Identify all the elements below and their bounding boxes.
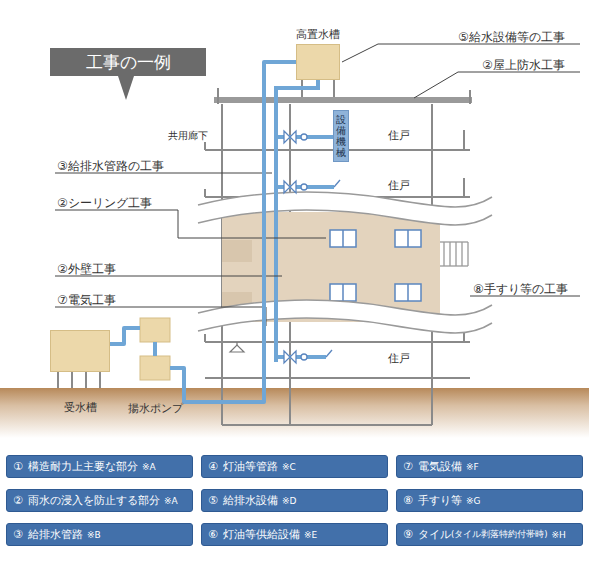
node-label: 受水槽 bbox=[64, 401, 97, 415]
note-mark: ※C bbox=[282, 462, 296, 472]
callout-text: ②シーリング工事 bbox=[57, 195, 152, 212]
faucet-symbol bbox=[326, 180, 340, 357]
note-mark: ※H bbox=[552, 530, 566, 540]
supply-pipe bbox=[276, 80, 334, 362]
elevated-tank: 高置水槽 bbox=[296, 44, 340, 80]
valve-symbol bbox=[284, 131, 307, 363]
note-mark: ※A bbox=[142, 462, 156, 472]
callout-number: ① bbox=[13, 460, 23, 473]
callout-number: ③ bbox=[13, 528, 23, 541]
node-label: 設備機械 bbox=[336, 114, 346, 158]
category-text: 給排水管路 bbox=[28, 527, 83, 542]
category-text: 灯油等管路 bbox=[223, 459, 278, 474]
leader-line bbox=[55, 44, 580, 326]
corridor-slab bbox=[222, 240, 252, 262]
receiving-tank: 受水槽 bbox=[50, 330, 110, 372]
note-mark: ※A bbox=[164, 496, 178, 506]
callout-number: ② bbox=[13, 494, 23, 507]
callout-text: ⑤給水設備等の工事 bbox=[458, 29, 565, 46]
category-box: ④ 灯油等管路 ※C bbox=[201, 455, 388, 478]
pump-unit bbox=[140, 356, 170, 380]
pump-unit bbox=[140, 318, 170, 342]
water-pipe bbox=[170, 62, 296, 402]
callout-text: ⑧手すり等の工事 bbox=[473, 281, 568, 298]
equipment-box: 設備機械 bbox=[333, 110, 349, 162]
category-text: 雨水の浸入を防止する部分 bbox=[28, 493, 160, 508]
callout-number: ④ bbox=[208, 460, 218, 473]
category-text: タイル bbox=[418, 527, 451, 542]
ground bbox=[0, 388, 589, 438]
category-text: 電気設備 bbox=[418, 459, 462, 474]
node-label: 揚水ポンプ bbox=[128, 402, 183, 416]
category-box: ② 雨水の浸入を防止する部分 ※A bbox=[6, 489, 193, 512]
note-mark: ※B bbox=[87, 530, 101, 540]
callout-number: ⑨ bbox=[403, 528, 413, 541]
area-label: 住戸 bbox=[388, 179, 410, 193]
note-mark: ※D bbox=[282, 496, 296, 506]
callout-text: ②外壁工事 bbox=[57, 261, 116, 278]
category-text: 灯油等供給設備 bbox=[223, 527, 300, 542]
category-box: ③ 給排水管路 ※B bbox=[6, 523, 193, 546]
balcony-railing bbox=[440, 242, 468, 266]
callout-number: ⑥ bbox=[208, 528, 218, 541]
area-label: 共用廊下 bbox=[168, 129, 208, 143]
category-box: ⑨ タイル(タイル剥落特約付帯時) ※H bbox=[396, 523, 583, 546]
category-box: ① 構造耐力上主要な部分 ※A bbox=[6, 455, 193, 478]
category-text: 構造耐力上主要な部分 bbox=[28, 459, 138, 474]
title-text: 工事の一例 bbox=[86, 51, 171, 74]
break-line bbox=[198, 192, 492, 333]
callout-number: ⑤ bbox=[208, 494, 218, 507]
note-mark: ※E bbox=[304, 530, 317, 540]
pump-group: 揚水ポンプ bbox=[140, 318, 170, 380]
category-box: ⑦ 電気設備 ※F bbox=[396, 455, 583, 478]
building-frame bbox=[205, 88, 472, 425]
category-box: ⑥ 灯油等供給設備 ※E bbox=[201, 523, 388, 546]
callout-number: ⑦ bbox=[403, 460, 413, 473]
window bbox=[330, 230, 421, 301]
note-mark: ※G bbox=[466, 496, 481, 506]
note-mark: ※F bbox=[466, 462, 479, 472]
node-label: 高置水槽 bbox=[296, 28, 340, 42]
category-text: (タイル剥落特約付帯時) bbox=[451, 529, 548, 541]
light-fixture bbox=[230, 342, 244, 352]
category-text: 手すり等 bbox=[418, 493, 462, 508]
category-box: ⑧ 手すり等 ※G bbox=[396, 489, 583, 512]
area-label: 住戸 bbox=[388, 352, 410, 366]
pipe bbox=[153, 342, 157, 356]
title-pointer bbox=[118, 76, 134, 100]
category-box: ⑤ 給排水設備 ※D bbox=[201, 489, 388, 512]
callout-text: ②屋上防水工事 bbox=[482, 57, 565, 74]
category-text: 給排水設備 bbox=[223, 493, 278, 508]
callout-number: ⑧ bbox=[403, 494, 413, 507]
callout-text: ③給排水管路の工事 bbox=[57, 158, 164, 175]
title-box: 工事の一例 bbox=[50, 48, 206, 76]
area-label: 住戸 bbox=[388, 129, 410, 143]
water-pipe bbox=[110, 328, 140, 344]
callout-text: ⑦電気工事 bbox=[57, 292, 116, 309]
